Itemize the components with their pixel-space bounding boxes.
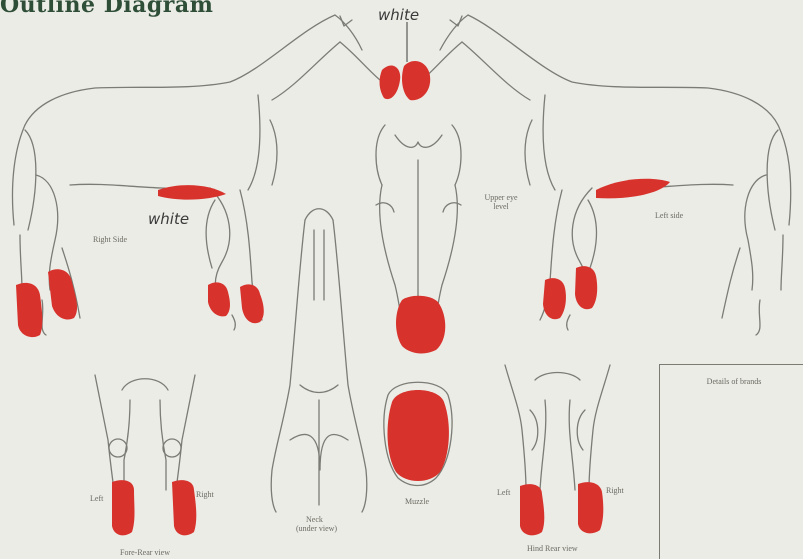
label-fore-left: Left: [90, 494, 103, 503]
label-neck: Neck: [306, 515, 323, 524]
hind-rear-view-outline: [505, 365, 610, 490]
belly-marking-left: [596, 179, 670, 199]
head-marking-right-horse: [380, 65, 401, 99]
details-of-brands-box: Details of brands: [659, 364, 803, 559]
label-fore-right: Right: [196, 490, 214, 499]
label-muzzle: Muzzle: [405, 497, 429, 506]
label-fore-rear-view: Fore-Rear view: [120, 548, 170, 557]
label-hind-left: Left: [497, 488, 510, 497]
white-annotation-head: white: [378, 6, 419, 24]
neck-under-view-outline: [271, 209, 367, 512]
fore-rear-view-outline: [95, 375, 195, 490]
fore-rear-view-markings: [112, 480, 196, 535]
label-hind-rear-view: Hind Rear view: [527, 544, 578, 553]
muzzle-view-marking: [387, 390, 448, 481]
belly-marking-right: [158, 185, 226, 200]
label-neck-under-view: (under view): [296, 524, 337, 533]
label-right-side: Right Side: [93, 235, 127, 244]
muzzle-front-marking: [396, 296, 445, 354]
white-annotation-belly: white: [148, 210, 189, 228]
label-hind-right: Right: [606, 486, 624, 495]
right-horse-fore-leg-markings: [208, 282, 264, 323]
label-upper-eye-level: Upper eye level: [476, 193, 526, 211]
head-marking-left-horse: [402, 61, 430, 100]
details-of-brands-title: Details of brands: [660, 377, 803, 386]
label-left-side: Left side: [655, 211, 683, 220]
hind-rear-view-markings: [520, 482, 603, 535]
left-side-horse-outline: [422, 15, 791, 335]
right-horse-hind-leg-markings: [16, 269, 77, 337]
